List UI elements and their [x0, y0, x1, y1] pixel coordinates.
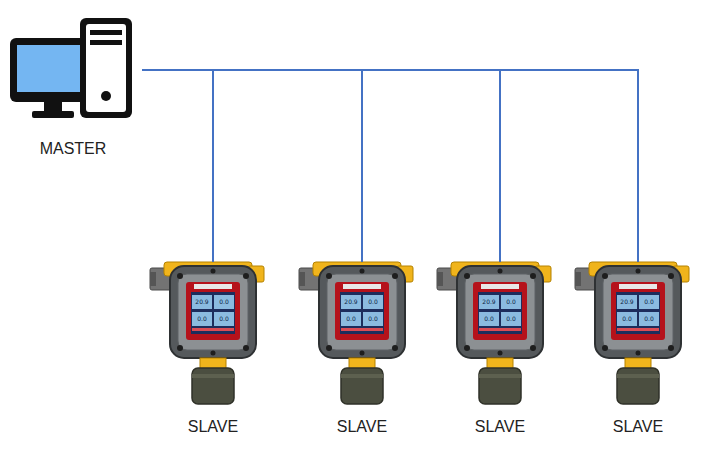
node-label: SLAVE [433, 418, 567, 436]
master-node: MASTER [4, 14, 142, 160]
bus-connector [142, 70, 213, 262]
slave-node: SLAVE [146, 262, 280, 438]
screen-reading: 0.0 [479, 312, 499, 326]
node-label: SLAVE [295, 418, 429, 436]
screen-reading: 20.9 [479, 295, 499, 309]
slave-node: SLAVE [571, 262, 705, 438]
gas-detector [575, 262, 689, 404]
slave-node: SLAVE [295, 262, 429, 438]
screen-reading: 0.0 [192, 312, 212, 326]
screen-reading: 0.0 [341, 312, 361, 326]
screen-reading: 20.9 [192, 295, 212, 309]
gas-detector [299, 262, 413, 404]
bus-connector [142, 70, 500, 262]
node-label: SLAVE [571, 418, 705, 436]
screen-reading: 20.9 [617, 295, 637, 309]
gas-detector [437, 262, 551, 404]
computer-icon [10, 18, 132, 118]
screen-reading: 0.0 [501, 312, 521, 326]
screen-reading: 0.0 [214, 295, 234, 309]
screen-reading: 20.9 [341, 295, 361, 309]
screen-reading: 0.0 [501, 295, 521, 309]
node-label: SLAVE [146, 418, 280, 436]
screen-reading: 0.0 [639, 295, 659, 309]
screen-reading: 0.0 [617, 312, 637, 326]
gas-detector [150, 262, 264, 404]
screen-reading: 0.0 [214, 312, 234, 326]
node-label: MASTER [4, 140, 142, 158]
bus-connector [142, 70, 362, 262]
screen-reading: 0.0 [363, 295, 383, 309]
slave-node: SLAVE [433, 262, 567, 438]
screen-reading: 0.0 [363, 312, 383, 326]
screen-reading: 0.0 [639, 312, 659, 326]
bus-connector [142, 70, 638, 262]
